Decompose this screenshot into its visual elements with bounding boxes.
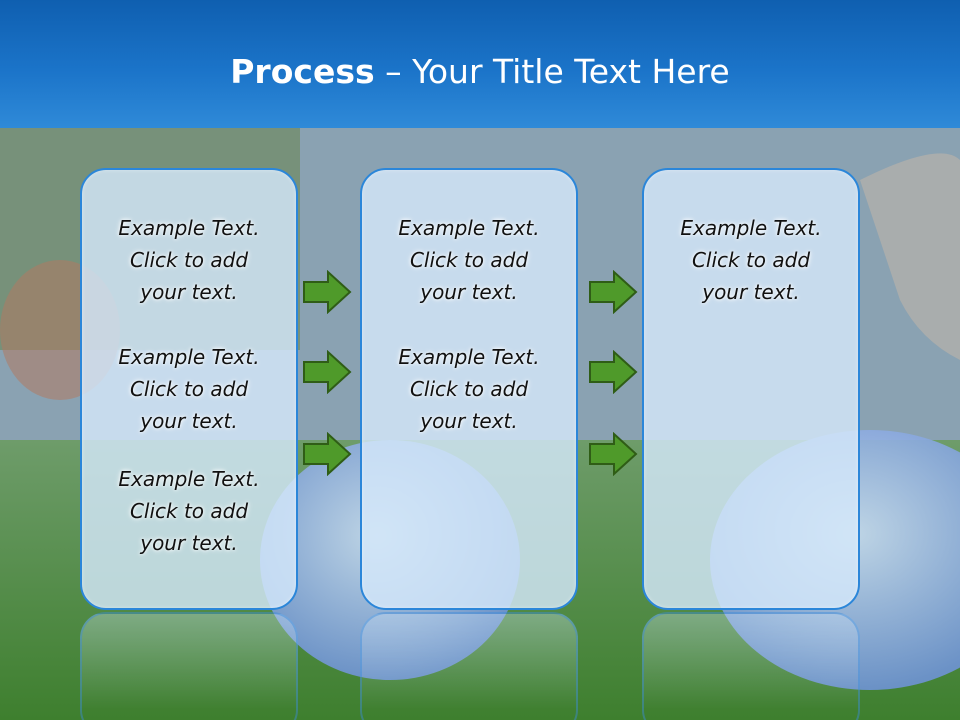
- right-arrow-icon: [303, 270, 352, 314]
- right-arrow-icon: [589, 350, 638, 394]
- box-reflection: [80, 612, 298, 720]
- right-arrow-icon: [589, 432, 638, 476]
- text-placeholder[interactable]: Example Text. Click to add your text.: [118, 467, 260, 555]
- process-box-3[interactable]: Example Text. Click to add your text.: [642, 168, 860, 610]
- right-arrow-icon: [589, 270, 638, 314]
- box-reflection: [360, 612, 578, 720]
- title-rest: – Your Title Text Here: [374, 52, 730, 91]
- right-arrow-icon: [303, 350, 352, 394]
- text-placeholder[interactable]: Example Text. Click to add your text.: [680, 216, 822, 304]
- process-box-1[interactable]: Example Text. Click to add your text. Ex…: [80, 168, 298, 610]
- slide-title[interactable]: Process – Your Title Text Here: [0, 52, 960, 91]
- right-arrow-icon: [303, 432, 352, 476]
- process-box-2[interactable]: Example Text. Click to add your text. Ex…: [360, 168, 578, 610]
- text-placeholder[interactable]: Example Text. Click to add your text.: [118, 216, 260, 304]
- box-reflection: [642, 612, 860, 720]
- title-bar: [0, 0, 960, 128]
- text-placeholder[interactable]: Example Text. Click to add your text.: [398, 216, 540, 304]
- text-placeholder[interactable]: Example Text. Click to add your text.: [118, 345, 260, 433]
- title-bold: Process: [230, 52, 375, 91]
- text-placeholder[interactable]: Example Text. Click to add your text.: [398, 345, 540, 433]
